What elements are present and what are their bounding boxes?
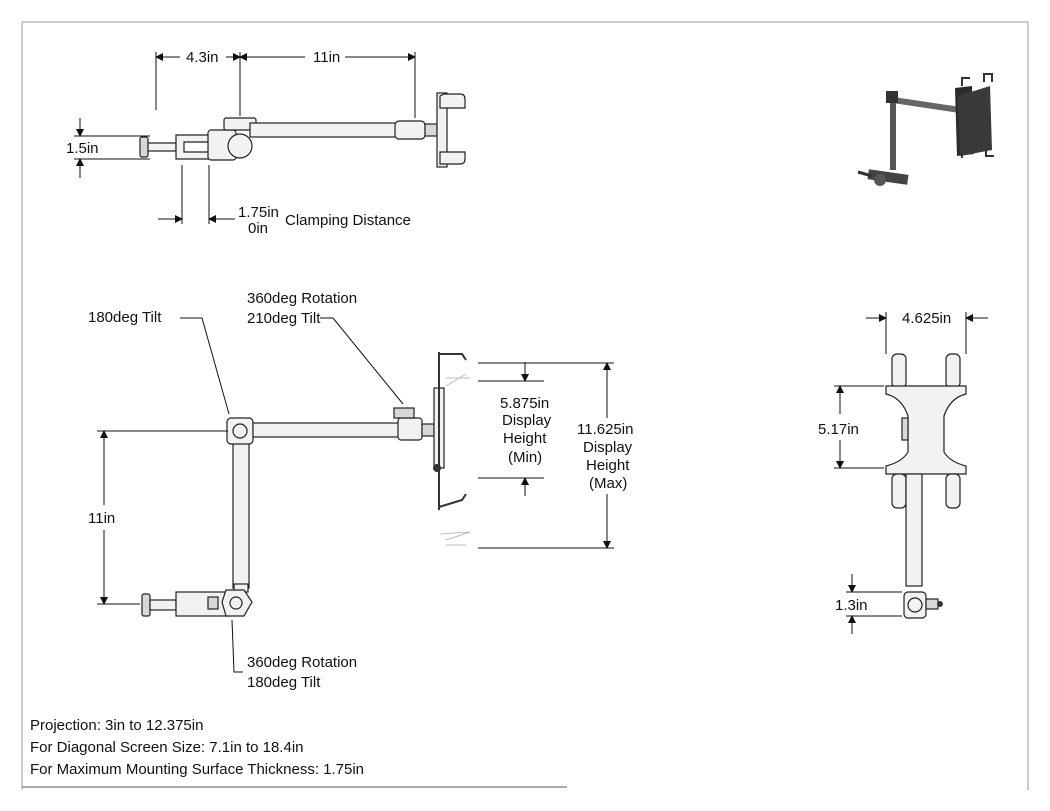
base-label-line1: 360deg Rotation — [247, 654, 357, 671]
min-height-l3: (Min) — [508, 449, 542, 466]
note-thickness: For Maximum Mounting Surface Thickness: … — [30, 761, 365, 778]
iso-joint — [886, 91, 898, 103]
side-head-lock — [393, 407, 415, 419]
front-clamp-label: 1.3in — [835, 597, 868, 614]
vertical-dim-label: 11in — [88, 510, 115, 527]
front-post — [905, 473, 923, 587]
dim-height-label: 1.5in — [66, 140, 99, 157]
side-clamp-knob — [141, 593, 151, 617]
front-upper-claw-right — [945, 353, 961, 389]
side-clamp-bolt — [207, 596, 219, 610]
front-view: 4.625in 5.17in 1.3in — [818, 310, 988, 634]
note-projection: Projection: 3in to 12.375in — [30, 717, 204, 734]
side-horizontal-arm — [252, 422, 404, 438]
top-view: 4.3in 11in 1.5in 1.75in 0in Clamping Dis… — [66, 49, 466, 237]
side-ghost-lower — [439, 531, 471, 546]
iso-clamp-knob — [857, 170, 873, 178]
side-clamp-screw — [149, 599, 177, 611]
top-clamp-screw — [147, 142, 177, 152]
top-head-mount — [424, 123, 438, 137]
note-diagonal: For Diagonal Screen Size: 7.1in to 18.4i… — [30, 739, 304, 756]
dim-top-left-label: 4.3in — [186, 49, 219, 66]
front-upper-claw-left — [891, 353, 907, 389]
front-holder-slot — [901, 417, 909, 441]
top-pivot-joint — [227, 133, 253, 159]
front-holder-height-label: 5.17in — [818, 421, 859, 438]
head-label-line1: 360deg Rotation — [247, 290, 357, 307]
top-holder-plate — [436, 92, 448, 168]
top-c-clamp — [175, 134, 211, 160]
base-label-line2: 180deg Tilt — [247, 674, 321, 691]
side-lower-claw — [438, 493, 467, 508]
side-ghost-upper — [445, 373, 470, 387]
leader-base — [231, 619, 243, 673]
top-clamp-knob — [139, 136, 149, 158]
max-height-l3: (Max) — [589, 475, 627, 492]
head-label-line2: 210deg Tilt — [247, 310, 321, 327]
iso-clamp — [867, 169, 909, 185]
clamp-max-label: 1.75in — [238, 204, 279, 221]
max-height-l2: Height — [586, 457, 630, 474]
side-base-pivot — [229, 596, 243, 610]
max-height-l1: Display — [583, 439, 633, 456]
iso-arm — [892, 97, 961, 113]
max-height-value: 11.625in — [577, 421, 633, 438]
top-holder-lower-claw — [439, 151, 466, 165]
min-height-value: 5.875in — [500, 395, 549, 412]
front-holder-body — [885, 385, 967, 475]
leader-head — [320, 317, 404, 405]
iso-upper-claws — [961, 73, 993, 86]
iso-tablet-body — [958, 86, 992, 156]
drawing-border — [21, 21, 1029, 790]
leader-top-joint — [180, 317, 230, 415]
side-head-knuckle — [397, 417, 423, 441]
clamp-min-label: 0in — [248, 220, 268, 237]
side-upper-claw — [439, 353, 467, 361]
min-height-l2: Height — [503, 430, 547, 447]
top-arm — [249, 122, 416, 138]
side-holder-knob — [433, 464, 441, 472]
dim-top-right-label: 11in — [313, 49, 340, 66]
front-lower-claw-left — [891, 473, 907, 509]
top-head-knuckle — [394, 120, 426, 140]
front-clamp-pivot — [907, 597, 923, 613]
side-vertical-post — [232, 437, 250, 589]
side-top-joint-pivot — [232, 423, 248, 439]
clamp-distance-label: Clamping Distance — [285, 212, 411, 229]
iso-lower-claws — [961, 148, 994, 158]
side-view: 180deg Tilt 360deg Rotation 210deg Tilt … — [88, 290, 633, 691]
top-joint-label: 180deg Tilt — [88, 309, 162, 326]
side-head-mount — [421, 423, 435, 437]
front-width-label: 4.625in — [902, 310, 951, 327]
iso-clamp-joint — [874, 174, 886, 186]
top-holder-upper-claw — [439, 93, 466, 109]
min-height-l1: Display — [502, 412, 552, 429]
isometric-view — [857, 73, 994, 186]
front-clamp-knob — [937, 601, 943, 607]
front-lower-claw-right — [945, 473, 961, 509]
side-clamp-body — [175, 591, 231, 617]
front-clamp-bolt — [925, 598, 939, 610]
